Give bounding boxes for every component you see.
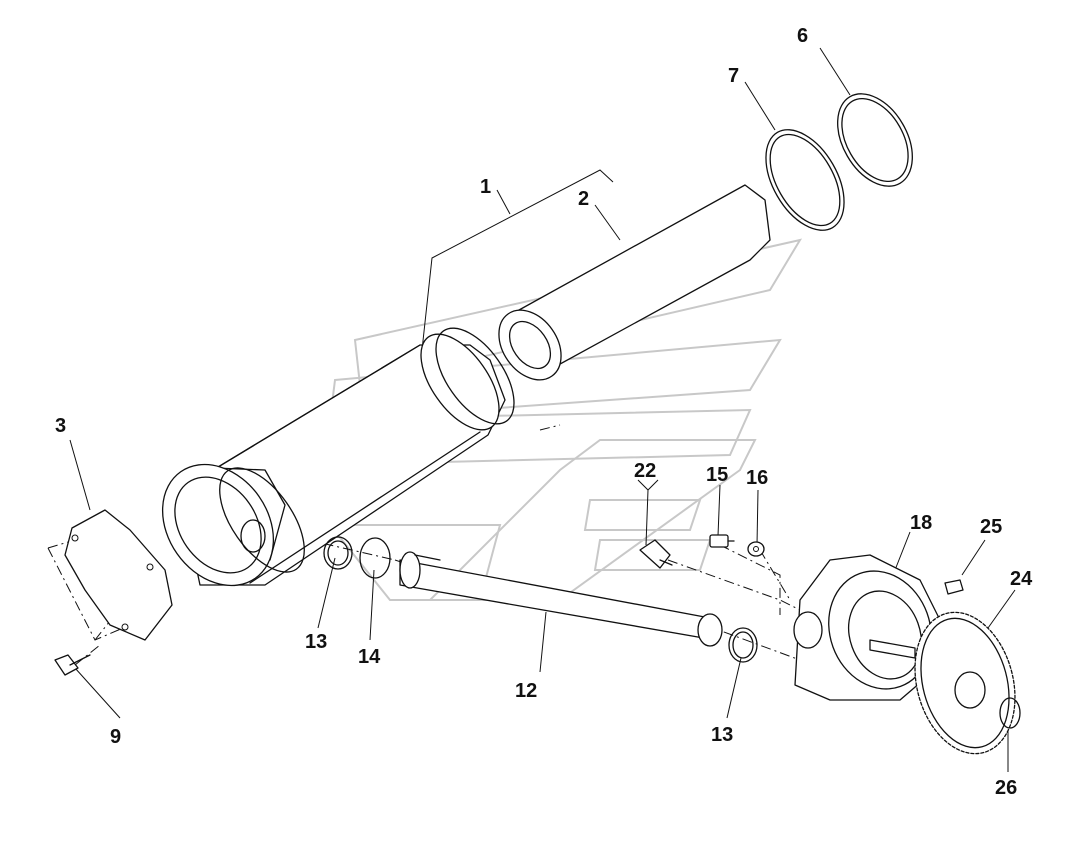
o-ring-part-6	[837, 93, 913, 187]
key-part-25	[944, 579, 964, 595]
leader-lines	[69, 47, 1016, 772]
callout-2: 2	[578, 188, 589, 210]
callout-16: 16	[746, 467, 768, 489]
snap-ring-part-26	[999, 697, 1021, 729]
watermark-logo	[313, 238, 803, 601]
liner-tube-part-2	[498, 184, 771, 381]
snap-ring-part-13b-inner	[732, 631, 754, 659]
callout-22: 22	[634, 460, 656, 482]
part-callouts: 1 2 3 6 7 9 12 13 13 14 15 16 18 22 24 2…	[55, 25, 1033, 799]
callout-26: 26	[995, 777, 1017, 799]
shaft-part-12	[399, 551, 723, 647]
callout-25: 25	[980, 516, 1002, 538]
o-ring-part-7	[765, 129, 845, 231]
callout-13-right: 13	[711, 724, 733, 746]
callout-12: 12	[515, 680, 537, 702]
callout-6: 6	[797, 25, 808, 47]
callout-1: 1	[480, 176, 491, 198]
callout-9: 9	[110, 726, 121, 748]
callout-15: 15	[706, 464, 728, 486]
retaining-ring-part-14	[359, 537, 391, 579]
snap-ring-part-13b	[728, 627, 758, 663]
o-ring-part-7-inner	[769, 133, 841, 227]
callout-18: 18	[910, 512, 932, 534]
o-ring-part-6-inner	[841, 97, 909, 183]
snap-ring-part-13a-inner	[327, 540, 349, 566]
callout-13-left: 13	[305, 631, 327, 653]
gear-part-24	[914, 611, 1016, 755]
bolt-part-9	[54, 654, 91, 676]
callout-3: 3	[55, 415, 66, 437]
fitting-part-22	[639, 539, 673, 569]
callout-24: 24	[1010, 568, 1033, 590]
washer-part-16	[747, 541, 765, 557]
cover-plate-part-3	[64, 509, 173, 641]
callout-14: 14	[358, 646, 381, 668]
snap-ring-part-13a	[323, 536, 353, 570]
cylinder-barrel-part-1	[161, 327, 515, 587]
callout-7: 7	[728, 65, 739, 87]
plug-part-15	[709, 534, 735, 548]
pump-housing-part-18	[793, 554, 941, 701]
